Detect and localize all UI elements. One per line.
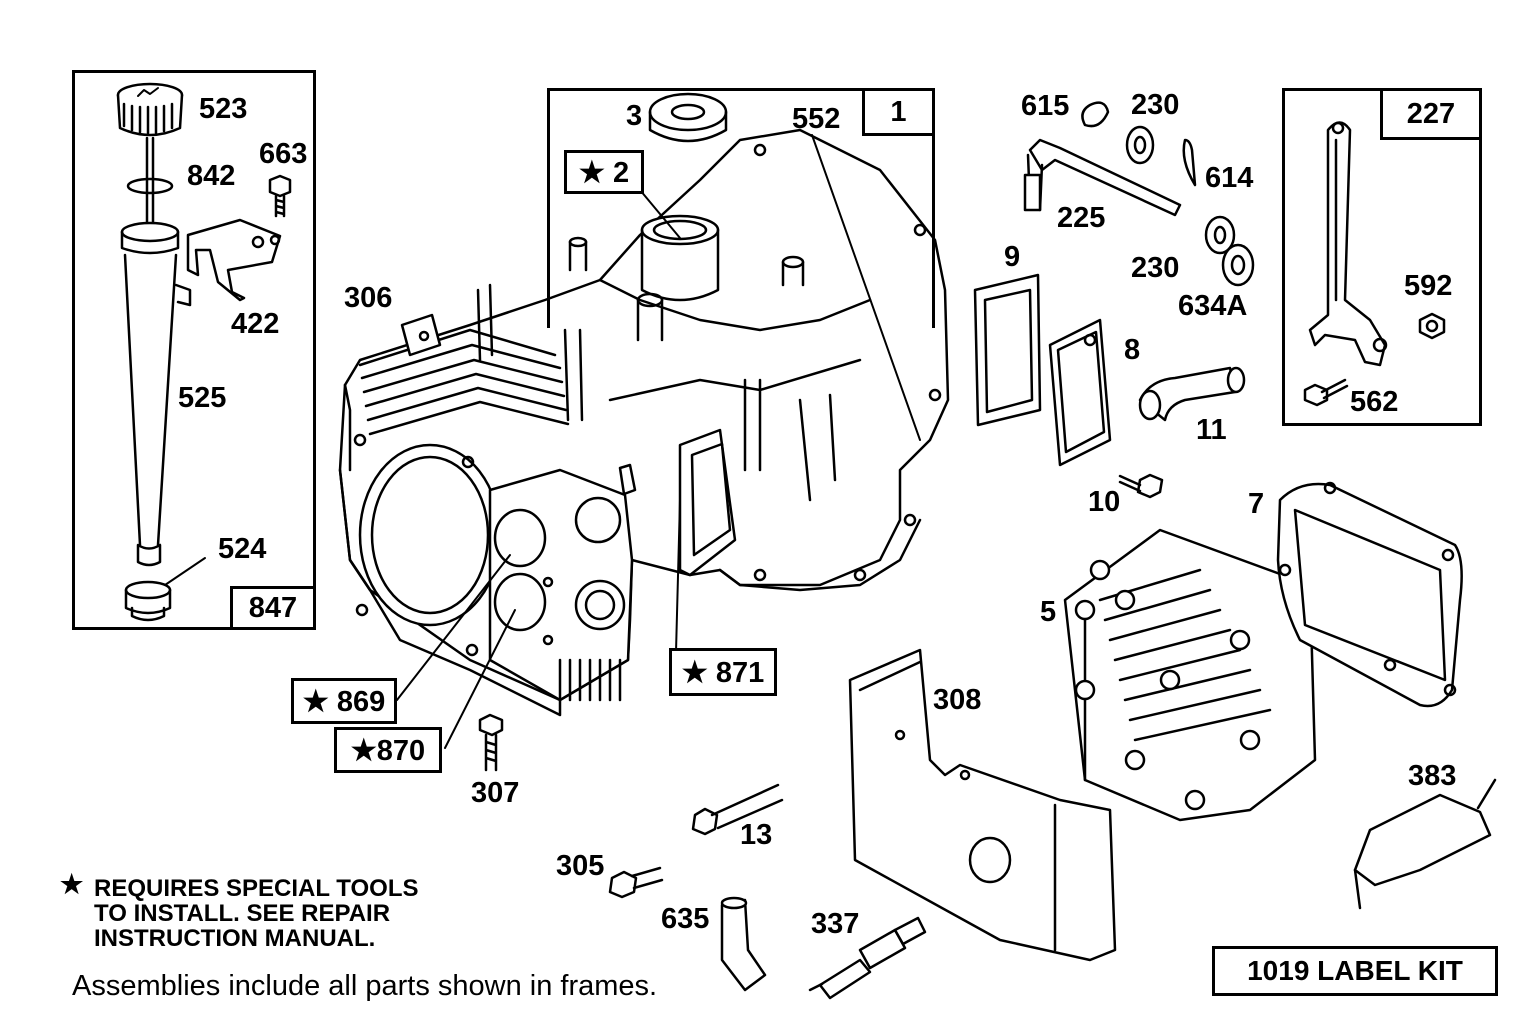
part-label-422: 422: [231, 308, 280, 340]
part-label-383: 383: [1408, 760, 1457, 792]
part-label-11: 11: [1196, 414, 1227, 446]
breather-tube-drawing: [1138, 366, 1246, 422]
part-label-8: 8: [1124, 334, 1141, 366]
part-label-9: 9: [1004, 241, 1021, 273]
spark-plug-drawing: [808, 916, 927, 1000]
callout-part-870: ★870: [334, 727, 442, 773]
part-label-5: 5: [1040, 596, 1057, 628]
breather-gasket-drawing: [973, 273, 1042, 427]
part-label-614: 614: [1205, 162, 1254, 194]
part-label-230-lower: 230: [1131, 252, 1180, 284]
special-tools-note: REQUIRES SPECIAL TOOLS TO INSTALL. SEE R…: [94, 876, 419, 951]
part-label-842: 842: [187, 160, 236, 192]
part-label-230-upper: 230: [1131, 89, 1180, 121]
part-label-523: 523: [199, 93, 248, 125]
crankcase-assembly-frame: [547, 88, 935, 328]
callout-part-871: ★ 871: [669, 648, 777, 696]
part-label-524: 524: [218, 533, 267, 565]
tube-seal-drawing: [124, 580, 172, 622]
part-label-225: 225: [1057, 202, 1106, 234]
screw-10-drawing: [1118, 473, 1164, 499]
cylinder-head-drawing: [1063, 528, 1317, 822]
screw-305-drawing: [608, 866, 664, 899]
part-label-306: 306: [344, 282, 393, 314]
oil-seal-drawing: [648, 92, 728, 143]
part-label-3: 3: [626, 100, 643, 132]
cylinder-block-drawing: [338, 128, 950, 717]
part-label-552: 552: [792, 103, 841, 135]
dipstick-tube-drawing: [120, 221, 192, 567]
note-line-3: INSTRUCTION MANUAL.: [94, 925, 376, 952]
dipstick-cap-drawing: [116, 82, 184, 232]
shield-clip-drawing: [1353, 778, 1497, 910]
part-label-10: 10: [1088, 486, 1121, 518]
part-label-562: 562: [1350, 386, 1399, 418]
note-line-2: TO INSTALL. SEE REPAIR: [94, 900, 391, 927]
screw-663-drawing: [268, 174, 292, 218]
assembly-227-label: 227: [1380, 88, 1482, 140]
screw-307-drawing: [478, 713, 504, 772]
callout-part-869: ★ 869: [291, 678, 397, 724]
assembly-1-label: 1: [862, 88, 935, 136]
part-label-305: 305: [556, 850, 605, 882]
governor-lever-drawing: [1303, 121, 1446, 407]
part-label-308: 308: [933, 684, 982, 716]
note-line-1: REQUIRES SPECIAL TOOLS: [94, 875, 419, 902]
part-label-615: 615: [1021, 90, 1070, 122]
assembly-847-label: 847: [230, 586, 316, 630]
bracket-drawing: [186, 218, 282, 302]
part-label-635: 635: [661, 903, 710, 935]
head-gasket-drawing: [1276, 481, 1463, 708]
part-label-525: 525: [178, 382, 227, 414]
part-label-307: 307: [471, 777, 520, 809]
elbow-fitting-drawing: [720, 896, 767, 992]
part-label-7: 7: [1248, 488, 1265, 520]
dipstick-assembly-frame: [72, 70, 316, 630]
part-label-337: 337: [811, 908, 860, 940]
breather-cover-drawing: [1048, 318, 1112, 467]
part-label-13: 13: [740, 819, 773, 851]
screw-13-drawing: [691, 783, 784, 836]
part-label-634a: 634A: [1178, 290, 1248, 322]
governor-shaft-drawing: [1023, 101, 1255, 287]
star-note-symbol: ★: [60, 869, 84, 899]
label-kit-box: 1019 LABEL KIT: [1212, 946, 1498, 996]
callout-part-2: ★ 2: [564, 150, 644, 194]
part-label-592: 592: [1404, 270, 1453, 302]
cylinder-shield-drawing: [848, 648, 1117, 962]
assemblies-note: Assemblies include all parts shown in fr…: [72, 970, 658, 1002]
part-label-663: 663: [259, 138, 308, 170]
